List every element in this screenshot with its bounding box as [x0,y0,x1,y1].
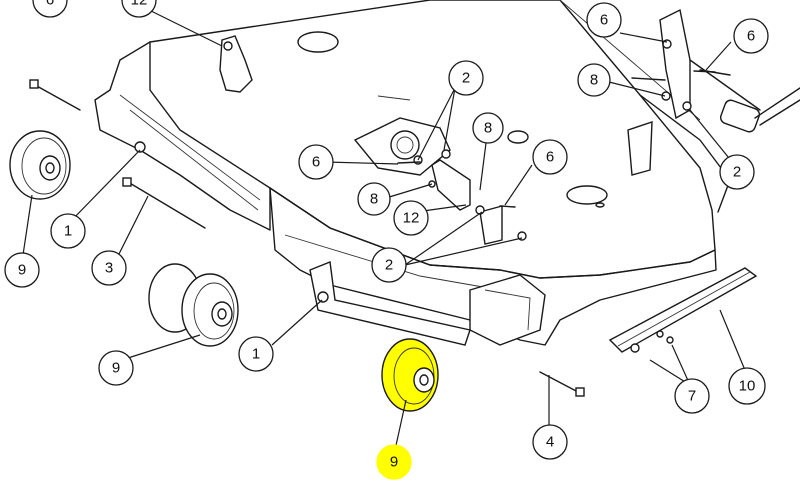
callout-c8b: 8 [357,182,391,216]
svg-text:12: 12 [403,210,420,227]
deck-wheel-front-highlighted [381,338,439,412]
callout-c9c: 9 [376,444,412,480]
svg-text:8: 8 [590,72,598,89]
svg-text:2: 2 [385,257,393,274]
svg-text:12: 12 [131,0,148,9]
callout-c2c: 2 [371,247,407,283]
callout-c1a: 1 [50,213,86,249]
callout-c1b: 1 [238,336,274,372]
deck-wheel-left [9,130,71,200]
svg-text:6: 6 [600,12,608,29]
deck-wheel-center [148,263,239,347]
svg-text:2: 2 [462,70,470,87]
mower-deck [94,0,758,353]
svg-text:9: 9 [390,454,398,471]
svg-text:9: 9 [112,360,120,377]
svg-text:8: 8 [370,191,378,208]
callout-c8a: 8 [472,112,504,144]
callout-c8c: 8 [577,63,611,97]
callout-c2b: 2 [719,154,755,190]
leader-lines [22,7,748,451]
hardware-bolts [29,39,716,397]
callout-c6b: 6 [532,139,568,175]
svg-text:10: 10 [739,378,756,395]
svg-text:8: 8 [484,120,492,137]
svg-text:4: 4 [546,434,554,451]
svg-text:9: 9 [18,262,26,279]
callout-c4: 4 [532,424,568,460]
callout-c12b: 12 [393,200,429,236]
callout-c6d: 6 [733,18,769,54]
callout-c3: 3 [91,250,127,286]
svg-text:3: 3 [105,260,113,277]
callout-c9a: 9 [4,252,40,288]
callout-c9b: 9 [98,350,134,386]
callout-c6e: 6 [32,0,68,18]
svg-text:2: 2 [733,164,741,181]
idler-arm-assembly [631,8,800,133]
svg-text:6: 6 [46,0,54,9]
callout-c7: 7 [674,378,710,414]
svg-text:1: 1 [64,223,72,240]
svg-text:7: 7 [688,388,696,405]
callout-c12a: 12 [121,0,157,18]
svg-text:6: 6 [546,149,554,166]
svg-text:6: 6 [312,154,320,171]
callout-c6a: 6 [298,144,334,180]
callout-c10: 10 [728,367,766,405]
callout-c6c: 6 [586,2,622,38]
callout-c2a: 2 [448,60,484,96]
svg-text:1: 1 [252,346,260,363]
svg-text:6: 6 [747,28,755,45]
